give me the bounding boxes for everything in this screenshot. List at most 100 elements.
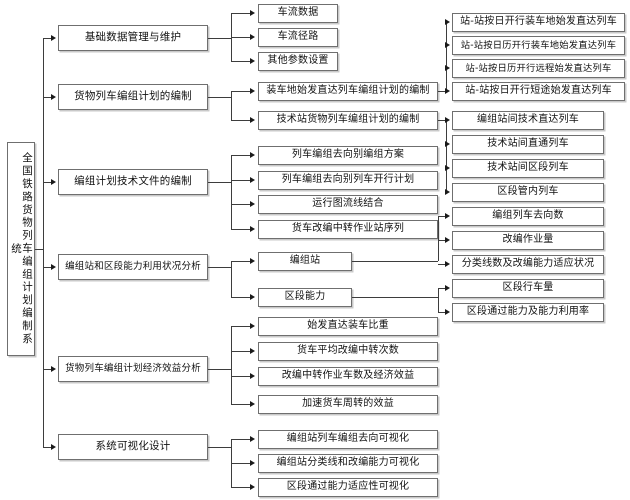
arrow-l3-13 (250, 347, 255, 354)
node-l4-10[interactable]: 改编作业量 (452, 231, 604, 250)
arrow-l3-17 (250, 459, 255, 466)
node-l3-9[interactable]: 货车改编中转作业站序列 (258, 220, 438, 239)
connector-l2-6-to-l3-16 (231, 439, 251, 440)
arrow-l4-4 (445, 87, 450, 94)
arrow-l3-11 (250, 293, 255, 300)
connector-l2-2-to-l3-5 (231, 120, 251, 121)
node-l4-2[interactable]: 站-站按日历开行装车地始发直达列车 (452, 36, 625, 55)
node-l3-3[interactable]: 其他参数设置 (258, 52, 338, 71)
node-l4-12[interactable]: 区段行车量 (452, 279, 604, 298)
node-l4-7[interactable]: 技术站间区段列车 (452, 159, 604, 178)
node-l3-8[interactable]: 运行图流线结合 (258, 195, 438, 214)
connector-l2-6-to-l3-17 (231, 463, 251, 464)
node-l2-6[interactable]: 系统可视化设计 (58, 434, 208, 460)
arrow-l3-5 (250, 116, 255, 123)
arrow-l4-2 (445, 41, 450, 48)
node-l3-17[interactable]: 编组站分类线和改编能力可视化 (258, 454, 438, 473)
node-root[interactable]: 全国铁路货物列车编组计划编制系统 (7, 142, 35, 356)
node-l3-11[interactable]: 区段能力 (258, 288, 352, 307)
arrow-l3-3 (250, 57, 255, 64)
arrow-l3-12 (250, 322, 255, 329)
node-l2-1[interactable]: 基础数据管理与维护 (58, 25, 208, 51)
arrow-l4-8 (445, 189, 450, 195)
connector-l2-4-to-l3-11 (231, 297, 251, 298)
arrow-l4-10 (445, 237, 450, 243)
connector-l3-5-stub (438, 120, 446, 121)
connector-l2-1-to-l3-2 (231, 37, 251, 38)
node-l4-11[interactable]: 分类线数及改编能力适应状况 (452, 255, 604, 274)
connector-l3-11-to-l4-12 (438, 288, 446, 289)
node-l4-5[interactable]: 编组站间技术直达列车 (452, 111, 604, 130)
node-l3-14[interactable]: 改编中转作业车数及经济效益 (258, 367, 438, 386)
node-l3-12[interactable]: 始发直达装车比重 (258, 317, 438, 336)
node-l4-13[interactable]: 区段通过能力及能力利用率 (452, 303, 604, 322)
arrow-l3-16 (250, 435, 255, 442)
node-l3-16[interactable]: 编组站列车编组去向可视化 (258, 430, 438, 449)
connector-l3-10-bus (438, 216, 439, 261)
arrow-l4-9 (445, 213, 450, 219)
connector-l3-4-bus (446, 22, 447, 91)
arrow-l3-7 (250, 176, 255, 183)
arrow-l3-10 (250, 257, 255, 264)
connector-l2-3-to-l3-9 (231, 229, 251, 230)
connector-l2-2-to-l3-4 (231, 91, 251, 92)
arrow-l2-3 (51, 178, 56, 185)
node-l2-3[interactable]: 编组计划技术文件的编制 (58, 169, 208, 195)
connector-l3-4-stub (438, 91, 446, 92)
connector-l2-4-stub (208, 267, 231, 268)
connector-l3-11-bus (438, 288, 439, 312)
arrow-l4-12 (445, 285, 450, 291)
connector-l2-3-to-l3-6 (231, 155, 251, 156)
node-l3-13[interactable]: 货车平均改编中转次数 (258, 342, 438, 361)
connector-root-to-l2-6 (43, 447, 52, 448)
connector-l2-5-to-l3-15 (231, 404, 251, 405)
connector-l3-10-stub (352, 261, 438, 262)
node-l4-4[interactable]: 站-站按日开行短途始发直达列车 (452, 82, 625, 101)
node-l4-8[interactable]: 区段管内列车 (452, 183, 604, 202)
connector-l2-6-to-l3-18 (231, 487, 251, 488)
node-l3-10[interactable]: 编组站 (258, 252, 352, 271)
connector-root-stub (35, 249, 44, 250)
node-l2-2[interactable]: 货物列车编组计划的编制 (58, 84, 208, 110)
arrow-l3-1 (250, 9, 255, 16)
connector-l3-11-stub (352, 297, 438, 298)
node-l4-1[interactable]: 站-站按日开行装车地始发直达列车 (452, 13, 625, 32)
node-l2-4[interactable]: 编组站和区段能力利用状况分析 (58, 254, 208, 280)
node-l3-18[interactable]: 区段通过能力适应性可视化 (258, 478, 438, 497)
arrow-l3-9 (250, 225, 255, 232)
connector-l2-5-stub (208, 369, 231, 370)
arrow-l4-5 (445, 117, 450, 123)
connector-l2-1-to-l3-3 (231, 61, 251, 62)
node-l4-6[interactable]: 技术站间直通列车 (452, 135, 604, 154)
arrow-l2-1 (51, 34, 56, 41)
arrow-l2-6 (51, 443, 56, 450)
node-l3-5[interactable]: 技术站货物列车编组计划的编制 (258, 111, 438, 130)
connector-l2-2-stub (208, 97, 231, 98)
arrow-l4-3 (445, 64, 450, 71)
arrow-l4-11 (445, 261, 450, 267)
node-l3-6[interactable]: 列车编组去向别编组方案 (258, 146, 438, 165)
node-l3-4[interactable]: 装车地始发直达列车编组计划的编制 (258, 82, 438, 101)
connector-l2-1-stub (208, 38, 231, 39)
arrow-l4-6 (445, 141, 450, 147)
node-l3-7[interactable]: 列车编组去向别列车开行计划 (258, 171, 438, 190)
arrow-l4-13 (445, 309, 450, 315)
arrow-l3-18 (250, 483, 255, 490)
node-l2-5[interactable]: 货物列车编组计划经济效益分析 (58, 356, 208, 382)
connector-root-to-l2-4 (43, 267, 52, 268)
node-l3-2[interactable]: 车流径路 (258, 28, 338, 47)
connector-l2-1-to-l3-1 (231, 13, 251, 14)
connector-l2-5-to-l3-12 (231, 326, 251, 327)
node-l4-9[interactable]: 编组列车去向数 (452, 207, 604, 226)
node-l3-15[interactable]: 加速货车周转的效益 (258, 395, 438, 414)
node-l4-3[interactable]: 站-站按日历开行远程始发直达列车 (452, 59, 625, 78)
connector-l2-4-to-l3-10 (231, 261, 251, 262)
arrow-l3-6 (250, 151, 255, 158)
arrow-l3-8 (250, 200, 255, 207)
node-l3-1[interactable]: 车流数据 (258, 4, 338, 23)
arrow-l2-4 (51, 263, 56, 270)
connector-root-to-l2-1 (43, 38, 52, 39)
arrow-l3-4 (250, 87, 255, 94)
connector-l3-11-to-l4-13 (438, 312, 446, 313)
